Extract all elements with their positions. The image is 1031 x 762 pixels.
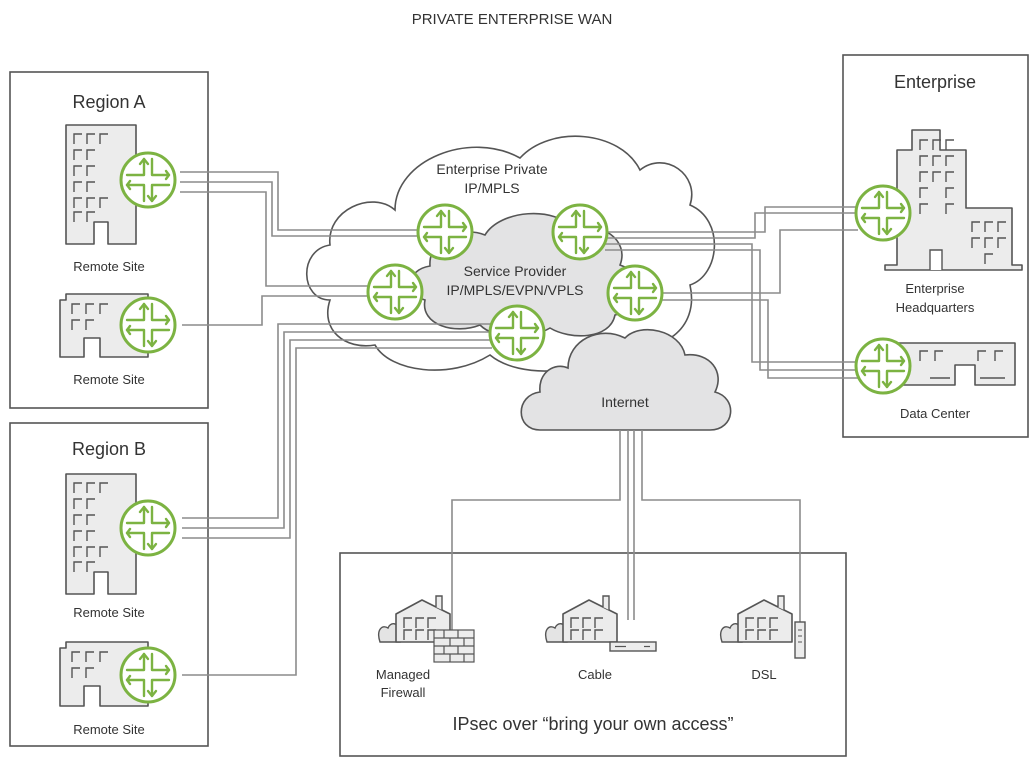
router-icon [119,646,177,704]
internet-cloud [520,329,732,431]
router-icon [854,337,912,395]
router-icon [416,203,474,261]
managed-firewall-label-1: Managed [376,667,430,682]
diagram-title: PRIVATE ENTERPRISE WAN [412,11,613,28]
region-a-label: Region A [72,92,145,112]
router-icon [119,499,177,557]
router-icon [854,184,912,242]
region-b-label: Region B [72,439,146,459]
firewall-icon [433,629,475,663]
data-center-label: Data Center [900,406,971,421]
office-building-icon [65,473,137,595]
region-b: Region B Remote Site Remote Site [59,439,177,737]
router-icon [551,203,609,261]
dsl-modem-icon [794,621,806,659]
enterprise-private-label-2: IP/MPLS [464,180,519,196]
router-icon [119,296,177,354]
enterprise-hq-label-1: Enterprise [905,281,964,296]
enterprise: Enterprise Enterprise Headquarters Data … [854,72,1023,421]
managed-firewall-label-2: Firewall [381,685,426,700]
data-center-building-icon [894,342,1016,386]
router-icon [366,263,424,321]
office-building-icon [65,124,137,245]
service-provider-label-2: IP/MPLS/EVPN/VPLS [447,282,584,298]
router-icon [488,304,546,362]
enterprise-label: Enterprise [894,72,976,92]
dsl-label: DSL [751,667,776,682]
cable-label: Cable [578,667,612,682]
region-a: Region A Remote Site Remote Site [59,92,177,387]
remote-site-label: Remote Site [73,722,145,737]
enterprise-hq-label-2: Headquarters [896,300,975,315]
router-icon [606,264,664,322]
house-icon [546,596,617,642]
ipsec-caption: IPsec over “bring your own access” [452,714,733,734]
enterprise-private-label-1: Enterprise Private [436,161,547,177]
router-icon [119,151,177,209]
remote-site-label: Remote Site [73,372,145,387]
house-icon [721,596,792,642]
remote-site-label: Remote Site [73,605,145,620]
remote-site-label: Remote Site [73,259,145,274]
enterprise-box [842,54,1029,438]
region-a-box [9,71,209,409]
internet-label: Internet [601,394,649,410]
branch-box [339,552,847,757]
region-b-box [9,422,209,747]
branch-sites: Managed Firewall Cable DSL IPsec over “b… [376,596,806,734]
region-boxes [9,54,1029,757]
service-provider-label-1: Service Provider [464,263,567,279]
network-links [180,171,858,676]
cable-modem-icon [609,641,657,652]
